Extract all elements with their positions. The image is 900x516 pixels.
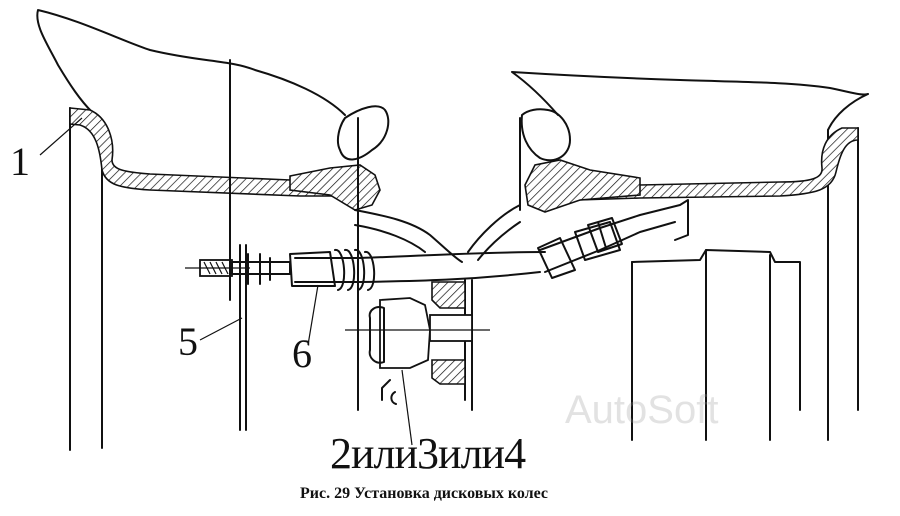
valve-coupling-threads (334, 249, 376, 291)
left-tire-outline (36, 9, 346, 116)
hub-box (631, 249, 801, 411)
wheel-stud (429, 314, 473, 342)
clamp-bottom (431, 359, 466, 385)
left-bead-seat (289, 164, 381, 211)
figure-caption: Рис. 29 Установка дисковых колес (300, 485, 549, 502)
left-rim-wall (69, 107, 103, 451)
wheel-nut (379, 297, 431, 369)
leader-234 (401, 369, 413, 446)
inner-disc (354, 204, 521, 263)
leader-1 (39, 117, 83, 156)
callout-fastener: 2или3или4 (330, 429, 526, 478)
callout-valve: 6 (292, 331, 312, 376)
clamp-top (431, 281, 466, 309)
valve-stem (231, 253, 291, 285)
right-valve-nut (587, 217, 623, 253)
left-bead-ring (336, 105, 390, 161)
callout-hub: 5 (178, 319, 198, 364)
right-bead-seat (524, 159, 641, 213)
right-bead-ring (520, 108, 571, 162)
valve-coupling (289, 251, 336, 287)
hub-bottom-detail (381, 379, 397, 405)
wheel-nut-hex (368, 306, 385, 364)
callout-rim: 1 (10, 139, 30, 184)
leader-5 (199, 317, 243, 341)
watermark: AutoSoft (565, 388, 719, 432)
leader-6 (307, 284, 319, 346)
hub-plate (229, 59, 247, 431)
